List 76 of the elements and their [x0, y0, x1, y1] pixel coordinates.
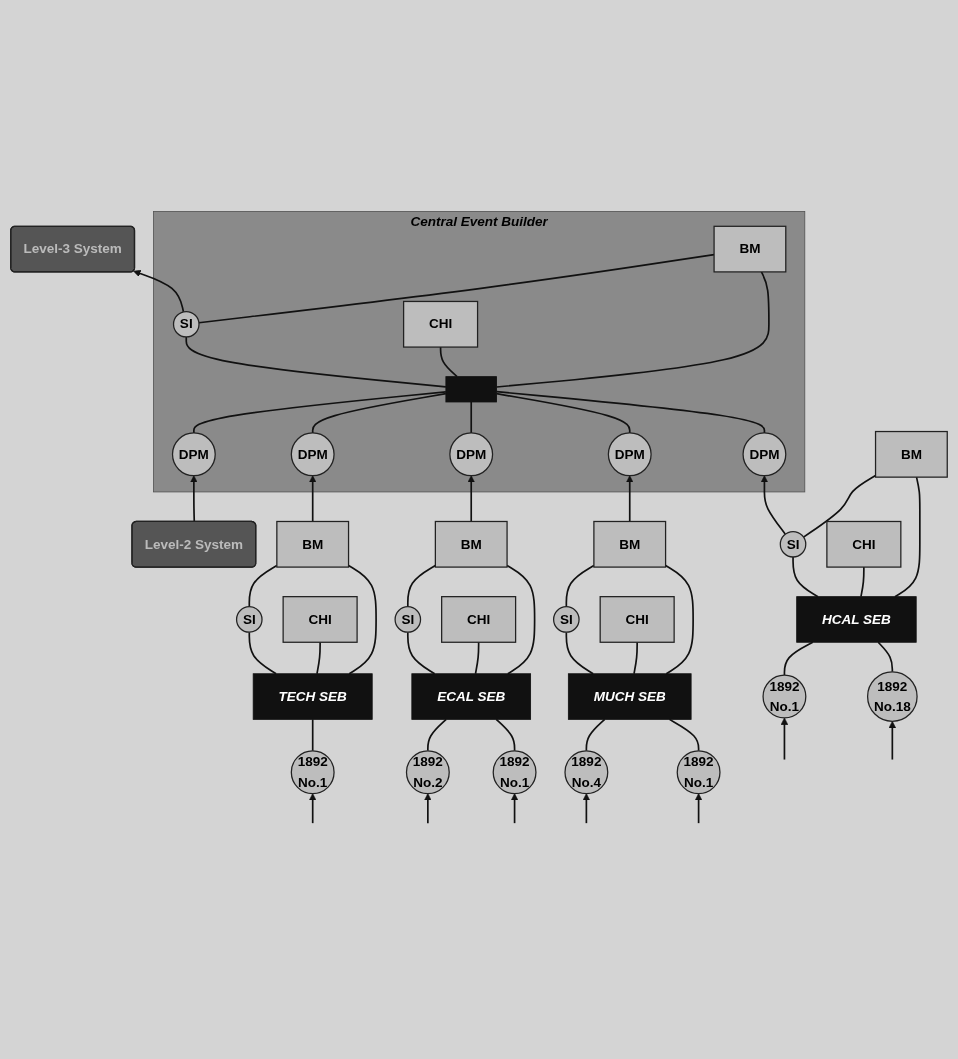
connector [316, 640, 321, 675]
node-box: BM [874, 430, 948, 478]
node-box: CHI [441, 595, 517, 643]
connector [495, 270, 770, 388]
node-circle: 1892 No.1 [290, 749, 335, 794]
connector [406, 630, 436, 675]
arrow [309, 792, 317, 824]
connector [585, 718, 606, 752]
connector [668, 718, 700, 752]
connector [664, 564, 694, 675]
connector [506, 564, 536, 675]
connector [248, 564, 278, 608]
node-circle: 1892 No.1 [676, 749, 721, 794]
node-bar [445, 375, 497, 402]
connector [495, 718, 516, 752]
node-box: CHI [282, 595, 358, 643]
node-circle: SI [553, 605, 580, 633]
connector [185, 335, 447, 388]
connector [877, 640, 894, 673]
node-box: BM [713, 225, 787, 273]
connector [894, 475, 921, 597]
node-circle: DPM [290, 431, 335, 476]
connector [248, 630, 277, 675]
connector [406, 564, 437, 608]
connector [495, 392, 631, 434]
node-circle: 1892 No.1 [762, 674, 807, 719]
node-circle: 1892 No.1 [492, 749, 537, 794]
node-box: HCAL SEB [796, 595, 917, 643]
node-circle: DPM [171, 431, 216, 476]
connector [193, 390, 447, 434]
arrow [510, 792, 519, 824]
node-box: BM [434, 520, 508, 568]
node-circle: DPM [742, 431, 787, 476]
node-circle: SI [172, 310, 200, 338]
node-circle: DPM [607, 431, 652, 476]
node-box: CHI [826, 520, 902, 568]
arrow [694, 792, 703, 824]
connector [495, 390, 766, 434]
node-circle: DPM [449, 431, 494, 476]
connector [860, 565, 865, 597]
connector [198, 253, 715, 324]
arrow [424, 792, 432, 824]
node-circle: 1892 No.18 [866, 670, 918, 722]
node-box: CHI [402, 300, 479, 348]
node-circle: 1892 No.4 [564, 749, 609, 794]
connector [347, 564, 377, 675]
node-circle: SI [394, 605, 422, 633]
arrow [760, 474, 787, 535]
arrow [467, 474, 475, 522]
arrow [582, 792, 591, 824]
node-box: BM [276, 520, 350, 568]
node-circle: SI [235, 605, 263, 633]
arrow [780, 717, 789, 760]
node-box: ECAL SEB [411, 672, 531, 720]
node-box: MUCH SEB [567, 672, 692, 720]
arrow [309, 474, 317, 522]
connector [439, 345, 458, 377]
node-box: BM [593, 520, 667, 568]
connector [783, 640, 814, 676]
node-circle: 1892 No.2 [405, 749, 450, 794]
connector [311, 718, 314, 752]
node-box: TECH SEB [252, 672, 373, 720]
connector [565, 564, 595, 608]
connector [633, 640, 638, 675]
connector [470, 400, 473, 434]
arrow [133, 269, 185, 313]
connector [565, 630, 594, 675]
node-circle: SI [779, 530, 807, 558]
node-box: CHI [599, 595, 675, 643]
arrow [626, 474, 634, 522]
connector [792, 555, 819, 597]
connector [311, 392, 447, 434]
connector [802, 474, 877, 538]
connector [427, 718, 448, 752]
arrow [888, 720, 897, 760]
connector [474, 640, 480, 675]
